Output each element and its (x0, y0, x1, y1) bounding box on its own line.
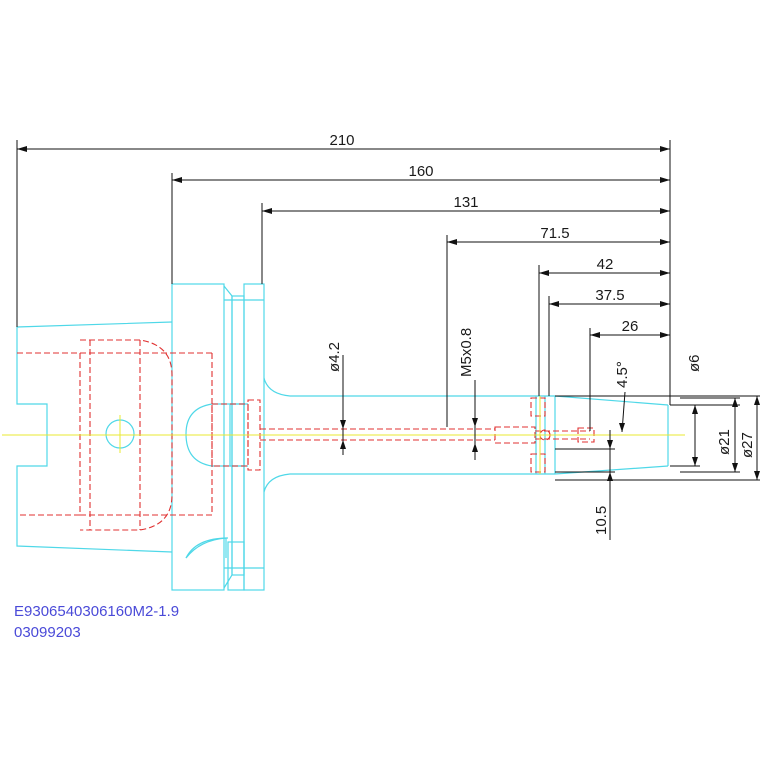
dim-angle-4-5-label: 4.5° (614, 361, 631, 388)
dim-10-5-label: 10.5 (593, 506, 610, 535)
dim-37-5-label: 37.5 (595, 287, 624, 304)
dimension-lines (16, 140, 760, 540)
dim-210-label: 210 (329, 132, 354, 149)
dim-dia-4-2-label: ø4.2 (326, 342, 343, 372)
dim-160-label: 160 (408, 163, 433, 180)
dim-131-label: 131 (453, 194, 478, 211)
dim-26-label: 26 (622, 318, 639, 335)
dim-71-5-label: 71.5 (540, 225, 569, 242)
dim-42-label: 42 (597, 256, 614, 273)
dim-dia-21-label: ø21 (716, 429, 733, 455)
part-number: 03099203 (14, 624, 81, 641)
dim-m5x0-8-label: M5x0.8 (458, 328, 475, 377)
dim-dia-6-label: ø6 (686, 354, 703, 372)
dimension-arrows (17, 146, 760, 481)
part-code: E9306540306160M2-1.9 (14, 603, 179, 620)
dim-dia-27-label: ø27 (739, 432, 756, 458)
